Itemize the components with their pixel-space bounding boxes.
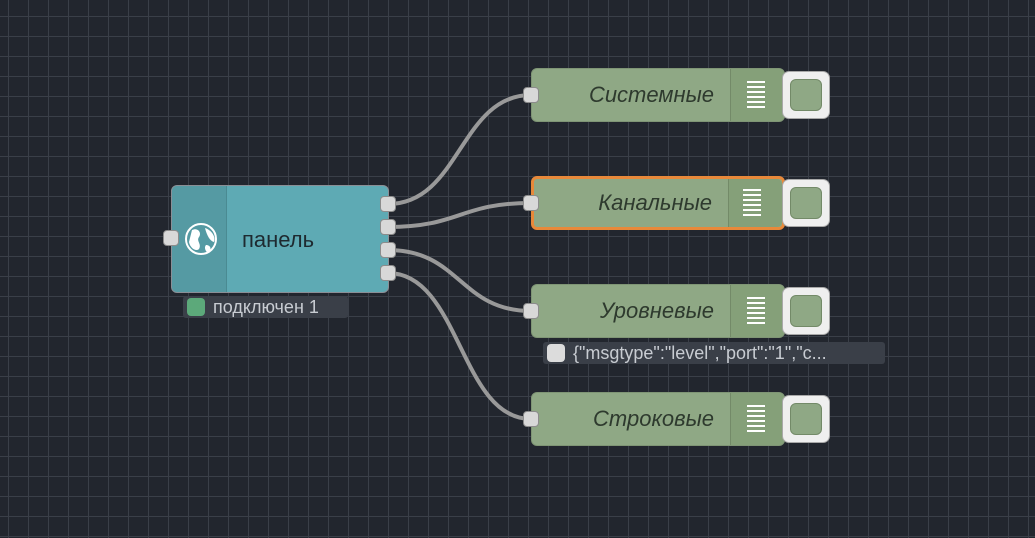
node-icon-area — [730, 69, 784, 121]
input-port[interactable] — [523, 87, 539, 103]
globe-icon — [185, 223, 217, 255]
wire-3[interactable] — [387, 248, 532, 313]
debug-toggle-button[interactable] — [782, 395, 830, 443]
output-port-3[interactable] — [380, 242, 396, 258]
debug-toggle-button[interactable] — [782, 179, 830, 227]
input-port[interactable] — [163, 230, 179, 246]
node-icon-area — [728, 179, 782, 227]
debug-node-kanalnye[interactable]: Канальные — [531, 176, 785, 230]
input-port[interactable] — [523, 411, 539, 427]
debug-node-urovnevye[interactable]: Уровневые — [531, 284, 785, 338]
status-text: {"msgtype":"level","port":"1","c... — [573, 343, 827, 363]
websocket-node[interactable]: панель — [171, 185, 389, 293]
status-dot-icon — [547, 344, 565, 362]
node-label: Уровневые — [599, 298, 714, 323]
status-dot-icon — [187, 298, 205, 316]
output-port-4[interactable] — [380, 265, 396, 281]
list-lines-icon — [747, 405, 765, 432]
wire-2[interactable] — [387, 201, 532, 229]
debug-toggle-button[interactable] — [782, 71, 830, 119]
node-label: Строковые — [593, 406, 714, 431]
debug-node-sistemnye[interactable]: Системные — [531, 68, 785, 122]
node-icon-area — [172, 186, 227, 292]
node-label: Канальные — [598, 190, 712, 215]
list-lines-icon — [747, 297, 765, 324]
debug-node-strokovye[interactable]: Строковые — [531, 392, 785, 446]
wire-1[interactable] — [387, 93, 532, 206]
list-lines-icon — [743, 189, 761, 216]
output-port-2[interactable] — [380, 219, 396, 235]
input-port[interactable] — [523, 303, 539, 319]
node-icon-area — [730, 285, 784, 337]
input-port[interactable] — [523, 195, 539, 211]
node-label: Системные — [588, 82, 714, 107]
node-icon-area — [730, 393, 784, 445]
output-port-1[interactable] — [380, 196, 396, 212]
debug-toggle-button[interactable] — [782, 287, 830, 335]
node-label: панель — [242, 227, 315, 252]
wire-4[interactable] — [387, 271, 532, 421]
status-text: подключен 1 — [213, 297, 319, 317]
list-lines-icon — [747, 81, 765, 108]
node-status: подключен 1 — [183, 296, 348, 318]
node-status: {"msgtype":"level","port":"1","c... — [543, 342, 885, 364]
